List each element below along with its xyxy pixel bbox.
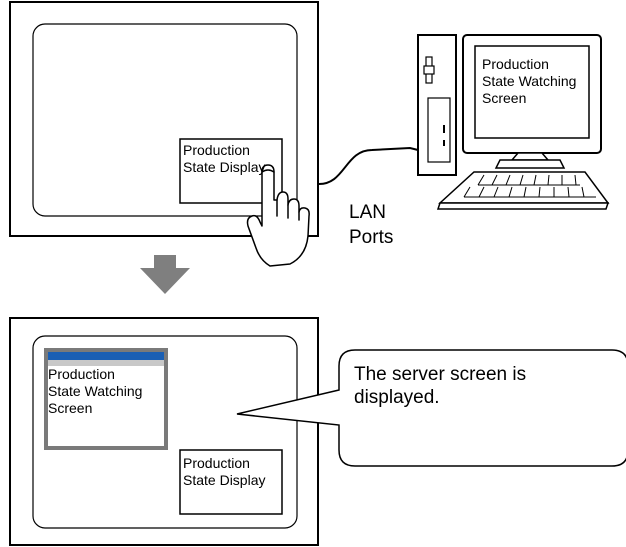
down-arrow-icon xyxy=(140,255,190,294)
lan-ports-label: LAN Ports xyxy=(349,202,394,248)
top-button-label: Production State Display xyxy=(183,142,266,175)
lan-cable xyxy=(317,146,419,186)
server-screen-window xyxy=(44,348,168,450)
window-titlebar xyxy=(48,352,164,360)
pc-tower xyxy=(417,34,457,176)
production-state-display-button-bottom[interactable] xyxy=(179,449,283,515)
hand-pointer-icon xyxy=(246,164,310,267)
callout-text: The server screen is displayed. xyxy=(354,364,527,408)
pc-monitor xyxy=(462,34,602,169)
server-window-text: Production State Watching Screen xyxy=(48,366,143,416)
speech-callout xyxy=(236,349,626,467)
keyboard xyxy=(436,171,610,210)
bottom-button-label: Production State Display xyxy=(183,455,266,488)
pc-monitor-text: Production State Watching Screen xyxy=(482,56,577,106)
window-menubar xyxy=(48,360,164,366)
